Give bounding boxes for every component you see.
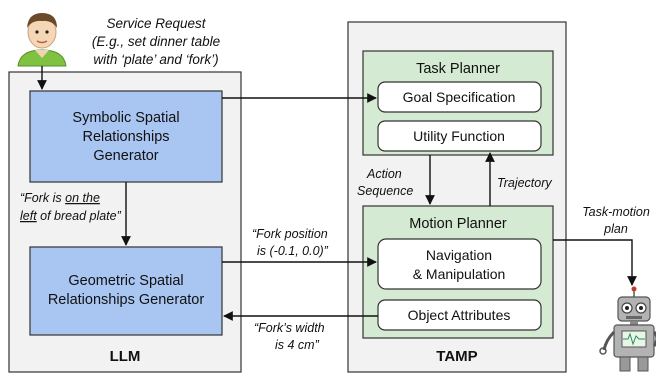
- fork-relation-line2: left of bread plate”: [20, 209, 122, 223]
- symbolic-generator-line3: Generator: [93, 148, 158, 164]
- goal-specification-label: Goal Specification: [403, 89, 516, 105]
- geometric-generator-line2: Relationships Generator: [48, 292, 205, 308]
- output-label-line2: plan: [603, 222, 628, 236]
- navigation-label-line1: Navigation: [426, 247, 492, 263]
- fork-position-line2: is (-0.1, 0.0)”: [257, 244, 329, 258]
- utility-function-box: [377, 120, 542, 152]
- arrow-plan-to-robot: [553, 239, 637, 286]
- geometric-generator-line1: Geometric Spatial: [68, 273, 183, 289]
- goal-specification-box: [377, 81, 542, 113]
- symbolic-generator-line1: Symbolic Spatial: [72, 110, 179, 126]
- robot-icon: [599, 286, 656, 372]
- fork-position-line1: “Fork position: [252, 227, 328, 241]
- object-attributes-box: [377, 299, 542, 331]
- action-sequence-line2: Sequence: [357, 184, 413, 198]
- action-sequence-line1: Action: [366, 167, 402, 181]
- output-label-line1: Task-motion: [582, 205, 650, 219]
- motion-planner-title: Motion Planner: [409, 216, 507, 232]
- navigation-manipulation-box: [377, 238, 542, 290]
- geometric-generator-box: [29, 246, 223, 336]
- request-example-line2: with ‘plate’ and ‘fork’): [93, 52, 218, 67]
- request-example-line1: (E.g., set dinner table: [92, 34, 220, 49]
- llm-label: LLM: [110, 348, 141, 365]
- request-title: Service Request: [106, 16, 206, 31]
- task-planner-title: Task Planner: [416, 61, 500, 77]
- trajectory-label: Trajectory: [497, 176, 552, 190]
- tamp-label: TAMP: [436, 348, 477, 365]
- symbolic-generator-line2: Relationships: [82, 129, 169, 145]
- fork-width-line2: is 4 cm”: [275, 338, 320, 352]
- fork-relation-line1: “Fork is on the: [20, 191, 100, 205]
- symbolic-generator-box: [29, 90, 223, 183]
- object-attributes-label: Object Attributes: [408, 307, 511, 323]
- person-icon: [14, 8, 72, 68]
- fork-width-line1: “Fork’s width: [254, 321, 325, 335]
- navigation-label-line2: & Manipulation: [413, 266, 506, 282]
- utility-function-label: Utility Function: [413, 128, 505, 144]
